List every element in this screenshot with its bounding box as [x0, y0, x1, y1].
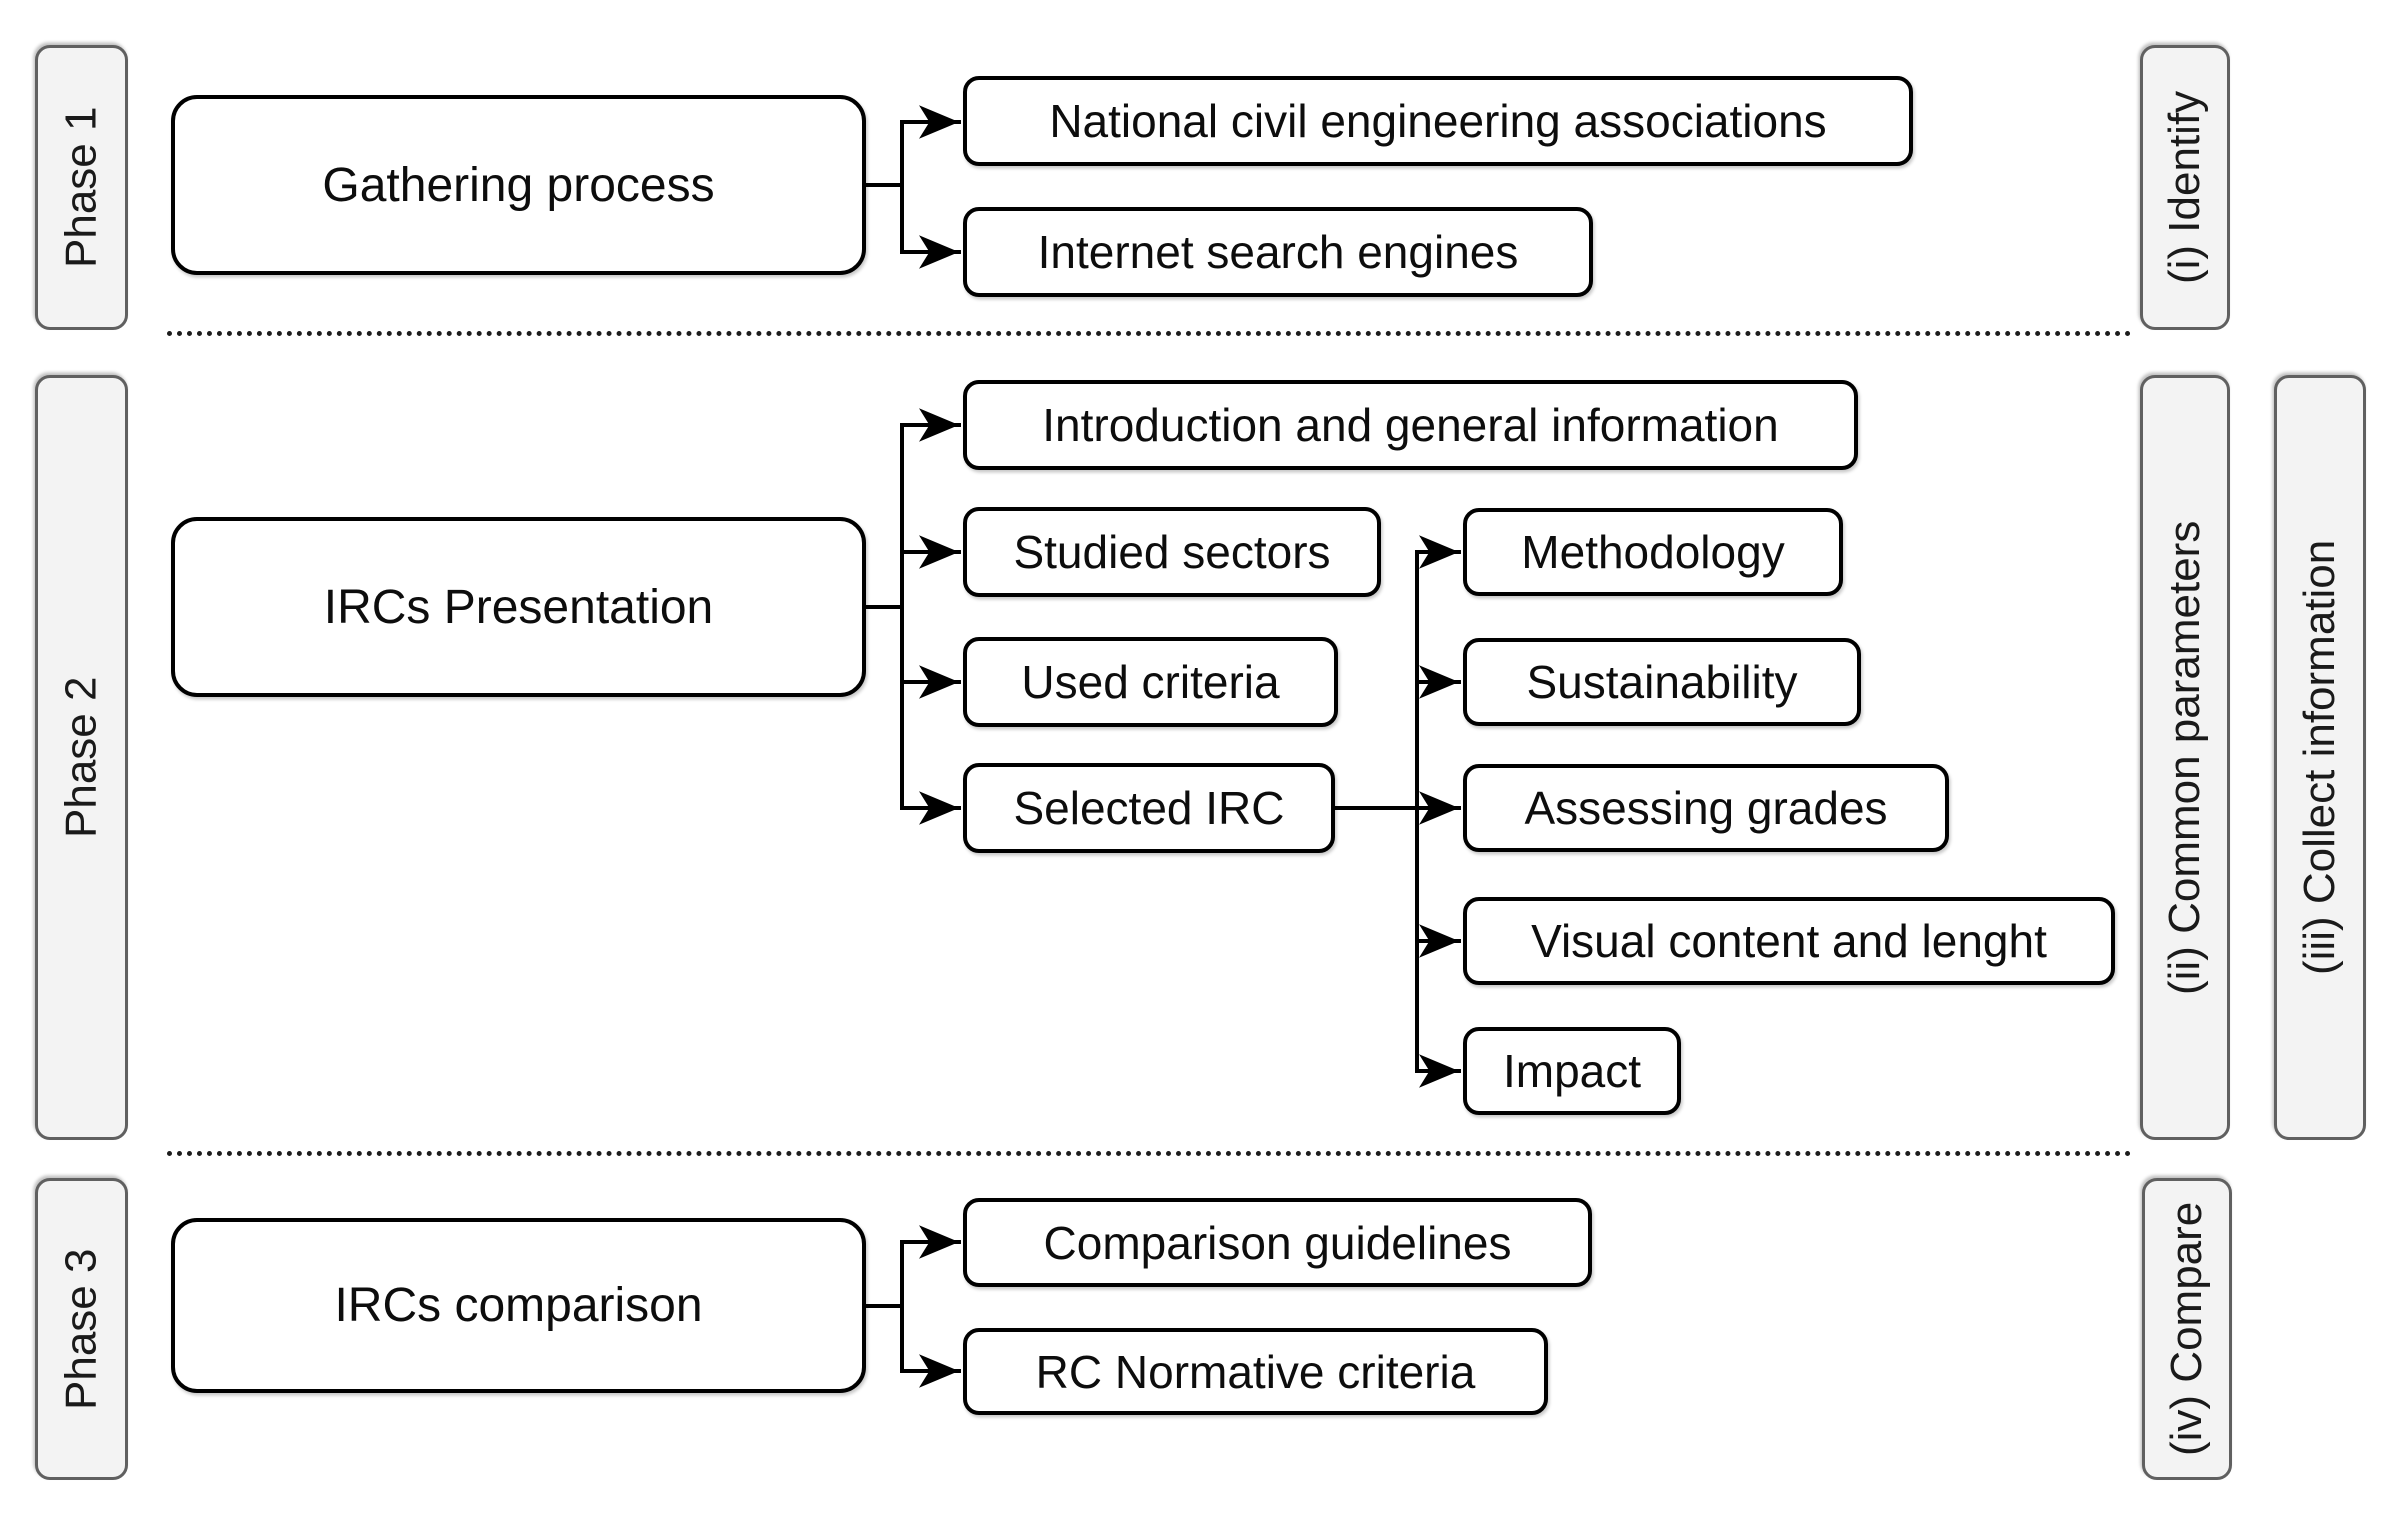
box-sustainability: Sustainability [1463, 638, 1861, 726]
box-national-civil-engineering-associations: National civil engineering associations [963, 76, 1913, 166]
box-internet-search-engines: Internet search engines [963, 207, 1593, 297]
box-introduction-general-information: Introduction and general information [963, 380, 1858, 470]
box-rc-normative-criteria: RC Normative criteria [963, 1328, 1548, 1415]
box-assessing-grades: Assessing grades [1463, 764, 1949, 852]
step-badge-compare: (iv) Compare [2142, 1178, 2232, 1480]
separator-phase1-2 [167, 331, 2132, 336]
step-badge-collect-information: (iii) Collect information [2274, 375, 2366, 1140]
step-badge-common-parameters: (ii) Common parameters [2140, 375, 2230, 1140]
box-visual-content-and-lenght: Visual content and lenght [1463, 897, 2115, 985]
separator-phase2-3 [167, 1151, 2132, 1156]
box-selected-irc: Selected IRC [963, 763, 1335, 853]
box-impact: Impact [1463, 1027, 1681, 1115]
main-box-ircs-presentation: IRCs Presentation [171, 517, 866, 697]
step-badge-identify: (i) Identify [2140, 45, 2230, 330]
phase-badge-1: Phase 1 [35, 45, 128, 330]
box-methodology: Methodology [1463, 508, 1843, 596]
box-studied-sectors: Studied sectors [963, 507, 1381, 597]
phase-badge-2: Phase 2 [35, 375, 128, 1140]
phase-badge-3: Phase 3 [35, 1178, 128, 1480]
box-used-criteria: Used criteria [963, 637, 1338, 727]
main-box-ircs-comparison: IRCs comparison [171, 1218, 866, 1393]
main-box-gathering-process: Gathering process [171, 95, 866, 275]
box-comparison-guidelines: Comparison guidelines [963, 1198, 1592, 1287]
